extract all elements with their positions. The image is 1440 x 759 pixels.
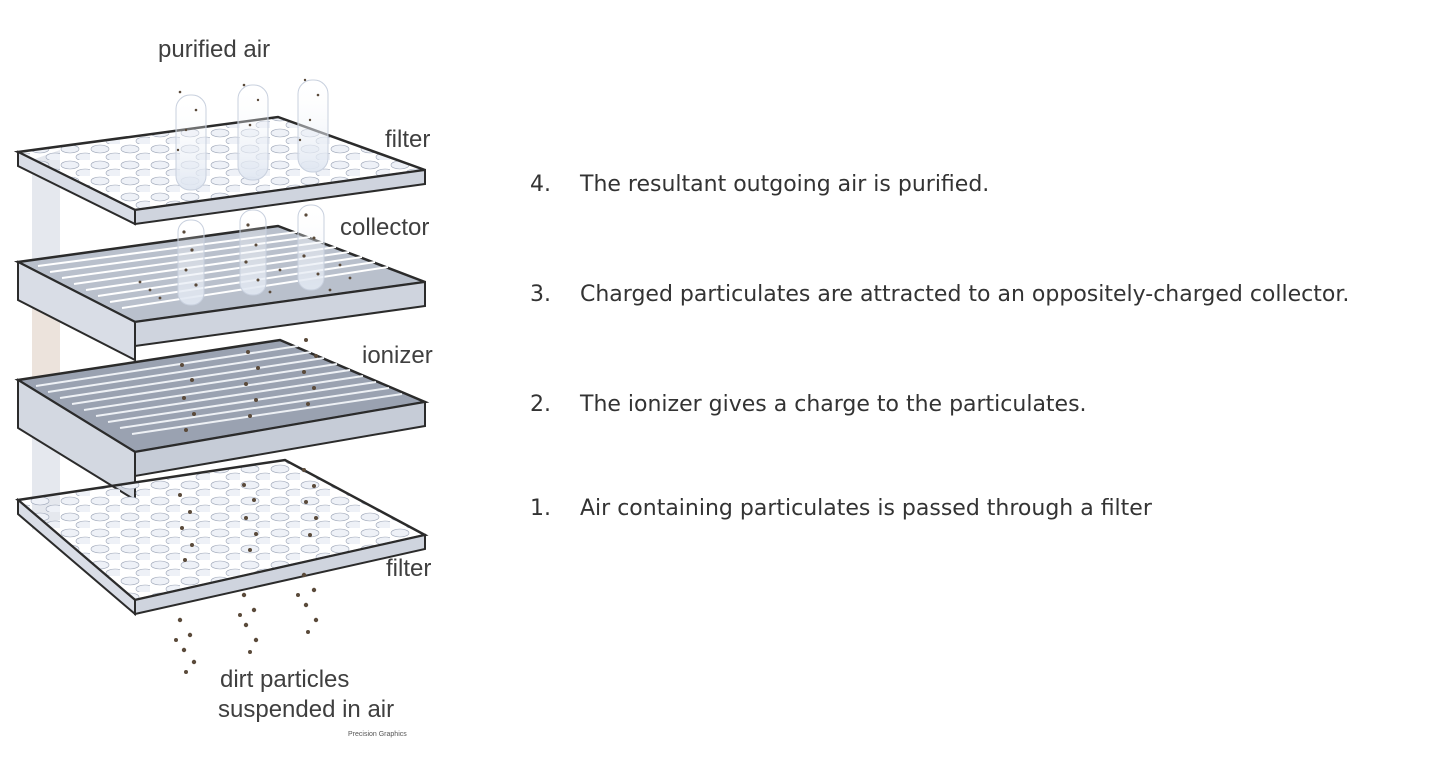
air-purifier-diagram: purified air filter collector ionizer fi… — [0, 0, 460, 754]
step-3-text: Charged particulates are attracted to an… — [580, 282, 1350, 307]
label-filter-bottom: filter — [386, 555, 432, 582]
step-4-text: The resultant outgoing air is purified. — [580, 172, 990, 197]
air-columns — [175, 79, 329, 306]
credit-text: Precision Graphics — [348, 731, 407, 738]
step-2-number: 2. — [530, 392, 551, 417]
label-ionizer: ionizer — [362, 342, 433, 369]
step-1-text: Air containing particulates is passed th… — [580, 496, 1152, 521]
particles-rising-above-top-filter — [176, 78, 320, 152]
top-filter-plate — [13, 115, 426, 226]
label-suspended-in-air: suspended in air — [218, 696, 395, 723]
step-1-number: 1. — [530, 496, 551, 521]
step-4-number: 4. — [530, 172, 551, 197]
ionizer-plate — [14, 338, 430, 502]
step-4: 4. The resultant outgoing air is purified… — [530, 172, 989, 197]
back-panel — [32, 150, 60, 530]
collector-plate — [13, 224, 426, 362]
particles-on-collector — [138, 213, 352, 300]
particles-entering-bottom-filter — [178, 468, 318, 562]
particles-through-ionizer — [180, 338, 318, 432]
step-2-text: The ionizer gives a charge to the partic… — [580, 392, 1087, 417]
label-purified-air: purified air — [158, 36, 271, 63]
step-3: 3. Charged particulates are attracted to … — [530, 282, 1349, 307]
particle-clusters — [138, 78, 352, 674]
dirt-particles-below — [174, 572, 319, 674]
label-collector: collector — [340, 214, 430, 241]
step-1: 1. Air containing particulates is passed … — [530, 496, 1152, 521]
bottom-filter-plate — [15, 458, 429, 617]
diagram-svg — [13, 78, 430, 674]
label-filter-top: filter — [385, 126, 431, 153]
step-3-number: 3. — [530, 282, 551, 307]
step-2: 2. The ionizer gives a charge to the part… — [530, 392, 1087, 417]
label-dirt-particles: dirt particles — [220, 666, 350, 693]
